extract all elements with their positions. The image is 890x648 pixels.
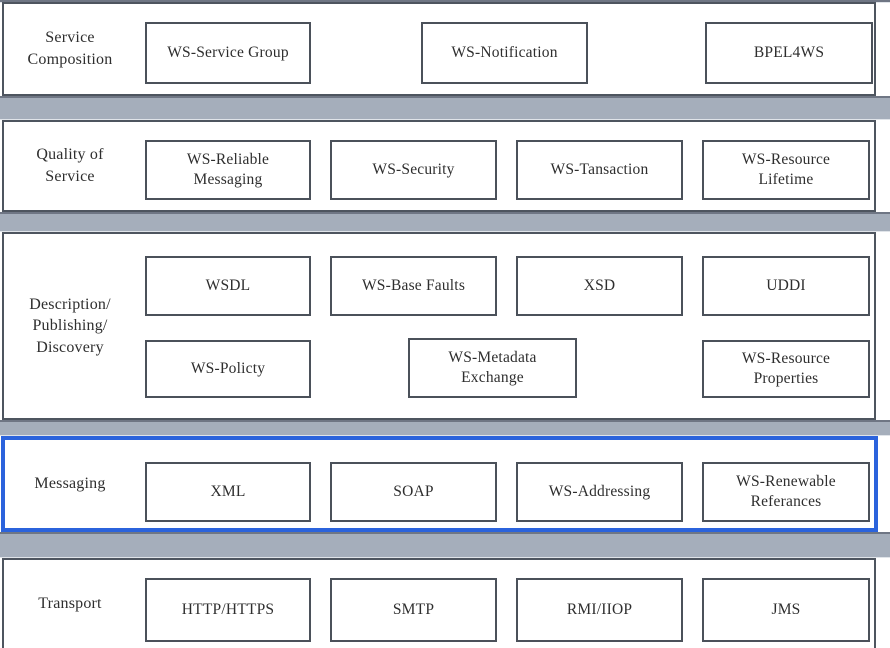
box-ws-addressing: WS-Addressing — [516, 462, 683, 522]
box-wsdl: WSDL — [145, 256, 311, 316]
layer-gap-1 — [0, 96, 890, 120]
box-ws-security: WS-Security — [330, 140, 497, 200]
box-ws-resource-lifetime: WS-Resource Lifetime — [702, 140, 870, 200]
layer-gap-4 — [0, 532, 890, 558]
layer-label-service-composition: Service Composition — [27, 29, 113, 68]
box-ws-service-group: WS-Service Group — [145, 22, 311, 84]
box-jms: JMS — [702, 578, 870, 642]
box-ws-reliable-messaging: WS-Reliable Messaging — [145, 140, 311, 200]
layer-label-transport: Transport — [38, 595, 102, 613]
box-ws-base-faults: WS-Base Faults — [330, 256, 497, 316]
layer-gap-3 — [0, 420, 890, 436]
box-ws-tansaction: WS-Tansaction — [516, 140, 683, 200]
layer-label-description-publishing-discovery: Description/ Publishing/ Discovery — [29, 295, 111, 356]
box-smtp: SMTP — [330, 578, 497, 642]
layer-label-messaging: Messaging — [34, 475, 106, 493]
box-http-https: HTTP/HTTPS — [145, 578, 311, 642]
box-ws-metadata-exchange: WS-Metadata Exchange — [408, 338, 577, 398]
box-ws-notification: WS-Notification — [421, 22, 588, 84]
box-ws-resource-properties: WS-Resource Properties — [702, 340, 870, 398]
box-bpel4ws: BPEL4WS — [705, 22, 873, 84]
box-uddi: UDDI — [702, 256, 870, 316]
box-soap: SOAP — [330, 462, 497, 522]
box-ws-renewable-referances: WS-Renewable Referances — [702, 462, 870, 522]
box-ws-policty: WS-Policty — [145, 340, 311, 398]
layer-label-quality-of-service: Quality of Service — [36, 146, 104, 185]
box-xsd: XSD — [516, 256, 683, 316]
box-xml: XML — [145, 462, 311, 522]
box-rmi-iiop: RMI/IIOP — [516, 578, 683, 642]
layer-gap-2 — [0, 212, 890, 232]
